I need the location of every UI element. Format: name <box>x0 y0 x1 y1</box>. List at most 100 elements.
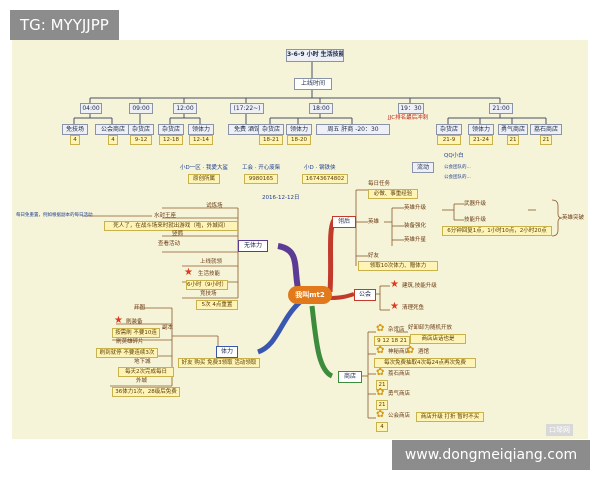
item-arena-val: 5次 4点重置 <box>196 300 238 310</box>
leaf-jingjichang-val: 4 <box>70 135 80 145</box>
left-note: 每日免重置，例如根据副本的每日活动 <box>16 213 93 218</box>
lb-daily: 每日任务 <box>368 181 391 187</box>
flow-label: 流动 <box>412 162 434 173</box>
shop-mystery: 神秘商店 <box>388 349 411 355</box>
tili-friends: 好友 购买 免费3领取 活动领取 <box>178 358 260 368</box>
lb-star: 英雄升星 <box>404 237 427 243</box>
info-guild-val: 9980165 <box>244 174 278 184</box>
leaf-stamina-21: 领体力 <box>468 124 494 135</box>
lb-friend: 好友 <box>368 253 380 259</box>
shop-lishi: 荔石商店 <box>388 371 411 377</box>
flower-icon: ✿ <box>376 367 385 378</box>
leaf-courage-shop: 勇气商店 <box>498 124 528 135</box>
item-trial: 试炼场 <box>206 203 223 209</box>
mind-map-board: 3-6-9 小时 生活技能 上线时间 04:00 09:00 12:00 (17… <box>12 40 588 439</box>
star-icon: ★ <box>114 315 123 326</box>
center-node: 我叫mt2 <box>288 286 332 304</box>
qq-line-2: 公会团队的... <box>444 175 471 180</box>
info-guild: 工会 · 开心废柴 <box>242 165 281 171</box>
leaf-friday-market: 周五 肝商 -20：30 <box>316 124 390 135</box>
lb-skill: 技能升级 <box>464 217 487 223</box>
flower-icon: ✿ <box>376 387 385 398</box>
leaf-shop-21-val: 21-9 <box>437 135 461 145</box>
shop-note-3: 商店升级 打折 暂时不买 <box>416 412 484 422</box>
shop-lishi-val: 21 <box>376 380 388 390</box>
leaf-shop-18-val: 18-21 <box>259 135 283 145</box>
shop-guild-val: 4 <box>376 422 388 432</box>
liebiao-hub: 翎后 <box>332 216 356 228</box>
shop-note-2: 商店店话也是 <box>410 334 466 344</box>
tili-equip: 刷装备 <box>126 319 143 325</box>
shop-guild: 公会商店 <box>388 413 411 419</box>
shop-courage: 勇气商店 <box>388 391 411 397</box>
shop-hub: 商店 <box>338 371 362 383</box>
tili-outer: 外城 <box>136 378 148 384</box>
flower-icon: ✿ <box>376 409 385 420</box>
shop-tavern: 酒馆 <box>418 349 430 355</box>
logo-watermark: 口琴网 <box>546 424 573 436</box>
lb-skill-val: 6分钟回复1点，1小时10点，2小时20点 <box>442 226 552 236</box>
leaf-shop-18: 杂货店 <box>258 124 284 135</box>
info-date: 2016-12-12日 <box>262 195 300 201</box>
shop-grocery: 杂货店 <box>388 327 405 333</box>
time-1200: 12:00 <box>173 103 197 114</box>
tili-equip-note: 按需刷 不要10连 <box>112 328 160 338</box>
leaf-stamina-21-val: 21-24 <box>469 135 493 145</box>
leaf-guild-shop: 公会商店 <box>95 124 131 135</box>
site-watermark: www.dongmeiqiang.com <box>392 440 590 470</box>
guild-hub: 公会 <box>354 289 376 301</box>
leaf-shop-09: 杂货店 <box>128 124 154 135</box>
time-1930: 19：30 <box>398 103 424 114</box>
tili-outer-note: 36体力1次，28级后免费 <box>112 387 180 397</box>
tili-hero-shard: 刷英雄碎片 <box>116 339 144 345</box>
leaf-guild-shop-val: 4 <box>108 135 118 145</box>
lb-breakthrough: 英雄突破 <box>562 215 585 221</box>
leaf-stamina-12-val: 12-14 <box>189 135 213 145</box>
leaf-courage-shop-val: 21 <box>507 135 519 145</box>
tili-hero-shard-note: 刷到就停 不要连续3次 <box>96 348 158 358</box>
shop-note-1: 好卸卸为随机开放 <box>408 325 453 331</box>
star-icon: ★ <box>390 301 399 312</box>
item-login: 上线就领 <box>200 259 223 265</box>
tg-watermark: TG: MYYJJPP <box>10 10 119 40</box>
plan-title: 3-6-9 小时 生活技能 <box>286 49 344 62</box>
lb-hero-up: 英雄升级 <box>404 205 427 211</box>
star-icon: ★ <box>390 279 399 290</box>
item-parrot: 竖鹦 <box>172 231 184 237</box>
time-1800: 18:00 <box>309 103 333 114</box>
leaf-shop-12-val: 12-18 <box>159 135 183 145</box>
info-server-val: 原创所属 <box>188 174 220 184</box>
online-time-label: 上线时间 <box>294 78 332 90</box>
lb-daily-val: 必做、事重经验 <box>368 189 418 199</box>
leaf-shop-12: 杂货店 <box>158 124 184 135</box>
leaf-jingjichang: 免技场 <box>62 124 88 135</box>
item-arena: 竞技场 <box>200 291 217 297</box>
no-stamina-hub: 无体力 <box>238 240 268 252</box>
leaf-shop-09-val: 9-12 <box>130 135 152 145</box>
leaf-stamina-18: 领体力 <box>286 124 312 135</box>
item-life-skill: 生活技能 <box>198 271 221 277</box>
leaf-shop-21: 杂货店 <box>436 124 462 135</box>
qq-label: QQ小白 <box>444 153 464 159</box>
tili-dungeon: 副本 <box>162 325 174 331</box>
jjc-note: JJC排名最后冲刺 <box>388 115 429 121</box>
item-throne: 水封王座 <box>154 213 177 219</box>
leaf-lishi-shop-val: 21 <box>540 135 552 145</box>
flower-icon: ✿ <box>406 345 415 356</box>
shop-grocery-val: 9 12 18 21 <box>374 336 410 346</box>
tili-underground-note: 每天2次完成每日 <box>118 367 174 377</box>
connector-lines <box>73 62 563 419</box>
stamina-hub: 体力 <box>216 346 238 358</box>
tili-underground: 地下城 <box>134 359 151 365</box>
shop-tavern-val: 每次免费抽取4次每24点再次免费 <box>374 358 476 368</box>
lb-equip: 装备强化 <box>404 223 427 229</box>
qq-line-1: 公会团队的... <box>444 165 471 170</box>
info-char: 小D · 钢铁侠 <box>304 165 336 171</box>
star-icon: ★ <box>184 267 193 278</box>
time-1722: (17:22~) <box>230 103 264 114</box>
flower-icon: ✿ <box>376 345 385 356</box>
guild-build: 建筑,技能升级 <box>402 283 437 289</box>
info-server: 小D一区 · 我愛大鲨 <box>180 165 228 171</box>
item-throne-desc: 死人了，在战斗场来时就出游戏（啦，外城间） <box>104 221 238 231</box>
leaf-stamina-18-val: 18-20 <box>287 135 311 145</box>
